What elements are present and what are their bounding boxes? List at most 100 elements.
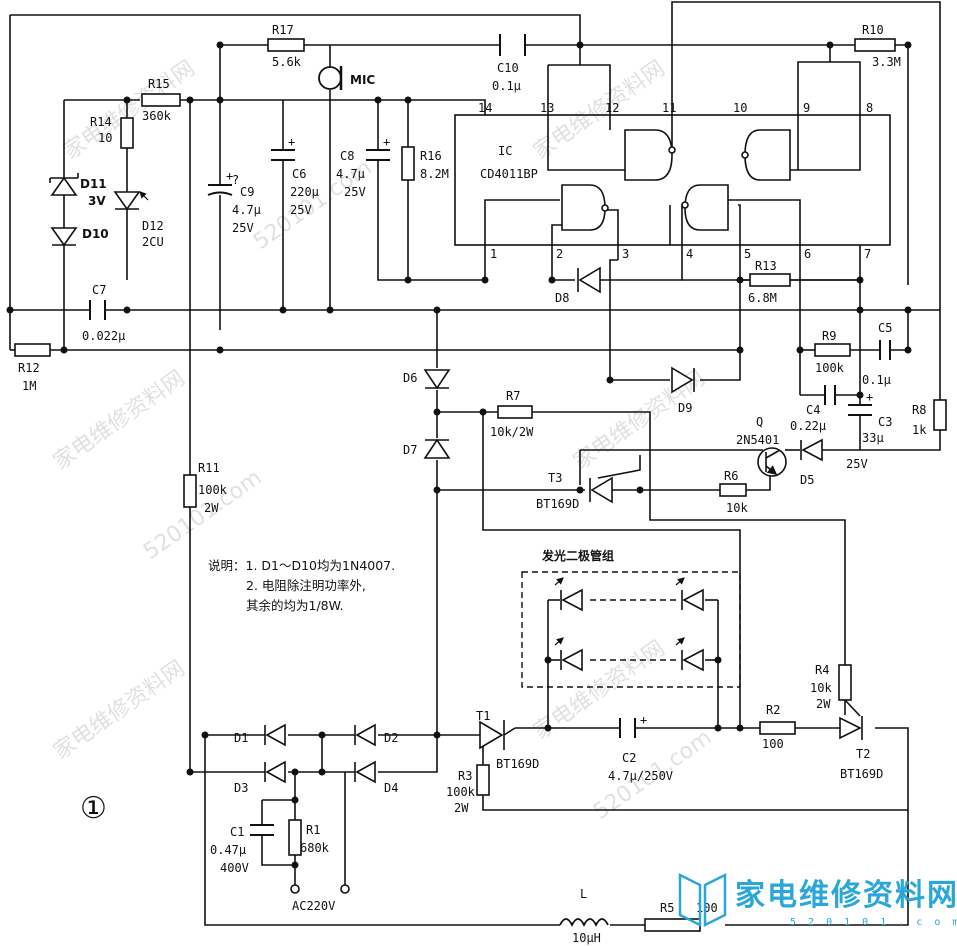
svg-text:3V: 3V xyxy=(88,194,106,208)
svg-text:AC220V: AC220V xyxy=(292,899,335,913)
svg-text:+: + xyxy=(226,169,233,183)
svg-text:100k: 100k xyxy=(198,483,228,497)
svg-text:C5: C5 xyxy=(878,321,892,335)
svg-text:3: 3 xyxy=(622,247,629,261)
svg-text:10: 10 xyxy=(733,101,747,115)
svg-text:4: 4 xyxy=(686,247,693,261)
svg-text:D4: D4 xyxy=(384,781,398,795)
svg-text:C9: C9 xyxy=(240,185,254,199)
svg-text:C7: C7 xyxy=(92,283,106,297)
svg-text:C3: C3 xyxy=(878,415,892,429)
svg-text:R3: R3 xyxy=(458,769,472,783)
svg-text:400V: 400V xyxy=(220,861,249,875)
svg-text:14: 14 xyxy=(478,101,492,115)
svg-text:360k: 360k xyxy=(142,109,172,123)
svg-text:520101.com: 520101.com xyxy=(139,465,266,565)
svg-text:10k: 10k xyxy=(810,681,832,695)
svg-text:13: 13 xyxy=(540,101,554,115)
svg-text:R5: R5 xyxy=(660,901,674,915)
led-arrows xyxy=(139,191,685,646)
site-logo: 家电维修资料网 5 2 0 1 0 1 . c o m xyxy=(678,872,957,928)
svg-text:D5: D5 xyxy=(800,473,814,487)
svg-text:D8: D8 xyxy=(555,291,569,305)
svg-text:R6: R6 xyxy=(724,469,738,483)
transistor-q xyxy=(757,447,787,477)
svg-text:MIC: MIC xyxy=(350,73,375,87)
svg-text:1M: 1M xyxy=(22,379,36,393)
svg-text:T1: T1 xyxy=(476,709,490,723)
svg-text:4.7μ: 4.7μ xyxy=(232,203,261,217)
wires xyxy=(9,1,941,926)
svg-text:BT169D: BT169D xyxy=(840,767,883,781)
svg-text:100: 100 xyxy=(696,901,718,915)
svg-text:D10: D10 xyxy=(82,227,109,241)
svg-text:0.47μ: 0.47μ xyxy=(210,843,246,857)
svg-text:6: 6 xyxy=(804,247,811,261)
svg-text:3.3M: 3.3M xyxy=(872,55,901,69)
ic-pin-numbers: 14 13 12 11 10 9 8 1 2 3 4 5 6 7 xyxy=(478,101,873,261)
svg-text:2. 电阻除注明功率外,: 2. 电阻除注明功率外, xyxy=(246,578,366,593)
svg-text:说明：1. D1～D10均为1N4007.: 说明：1. D1～D10均为1N4007. xyxy=(208,558,395,573)
svg-text:CD4011BP: CD4011BP xyxy=(480,167,538,181)
svg-text:T2: T2 xyxy=(856,747,870,761)
svg-text:0.22μ: 0.22μ xyxy=(790,419,826,433)
svg-text:8.2M: 8.2M xyxy=(420,167,449,181)
svg-text:C10: C10 xyxy=(497,61,519,75)
watermark: 家电维修资料网 家电维修资料网 家电维修资料网 家电维修资料网 520101.c… xyxy=(49,56,716,825)
svg-text:R1: R1 xyxy=(306,823,320,837)
svg-text:C6: C6 xyxy=(292,167,306,181)
svg-text:0.1μ: 0.1μ xyxy=(492,79,521,93)
svg-text:R13: R13 xyxy=(755,259,777,273)
led-group-box xyxy=(521,571,741,688)
capacitors xyxy=(89,34,891,836)
svg-text:D11: D11 xyxy=(80,177,107,191)
svg-text:25V: 25V xyxy=(344,185,366,199)
svg-text:R14: R14 xyxy=(90,115,112,129)
svg-text:1: 1 xyxy=(490,247,497,261)
svg-text:D1: D1 xyxy=(234,731,248,745)
svg-text:BT169D: BT169D xyxy=(536,497,579,511)
svg-text:R2: R2 xyxy=(766,703,780,717)
svg-text:10k/2W: 10k/2W xyxy=(490,425,534,439)
svg-text:R11: R11 xyxy=(198,461,220,475)
svg-text:5 2 0 1 0 1 . c o m: 5 2 0 1 0 1 . c o m xyxy=(790,917,957,928)
svg-text:家电维修资料网: 家电维修资料网 xyxy=(49,656,190,765)
figure-number: ① xyxy=(80,791,107,826)
svg-text:家电维修资料网: 家电维修资料网 xyxy=(735,878,957,913)
svg-text:6.8M: 6.8M xyxy=(748,291,777,305)
svg-text:D7: D7 xyxy=(403,443,417,457)
svg-text:10k: 10k xyxy=(726,501,748,515)
book-icon xyxy=(678,872,727,928)
svg-text:+: + xyxy=(640,713,647,727)
svg-text:5: 5 xyxy=(744,247,751,261)
component-labels: R17 5.6k MIC C10 0.1μ R10 3.3M R15 360k … xyxy=(18,23,927,945)
svg-text:R15: R15 xyxy=(148,77,170,91)
svg-text:4.7μ: 4.7μ xyxy=(336,167,365,181)
svg-text:680k: 680k xyxy=(300,841,330,855)
svg-text:7: 7 xyxy=(864,247,871,261)
ac-terminals xyxy=(290,884,350,894)
svg-text:5.6k: 5.6k xyxy=(272,55,302,69)
svg-text:+: + xyxy=(866,390,873,404)
svg-text:家电维修资料网: 家电维修资料网 xyxy=(49,366,190,475)
svg-text:D3: D3 xyxy=(234,781,248,795)
svg-text:2W: 2W xyxy=(204,501,219,515)
svg-text:10μH: 10μH xyxy=(572,931,601,945)
notes: 说明：1. D1～D10均为1N4007. 2. 电阻除注明功率外, 其余的均为… xyxy=(208,558,395,613)
svg-text:0.022μ: 0.022μ xyxy=(82,329,125,343)
svg-text:0.1μ: 0.1μ xyxy=(862,373,891,387)
svg-text:R12: R12 xyxy=(18,361,40,375)
svg-text:D9: D9 xyxy=(678,401,692,415)
svg-text:C2: C2 xyxy=(622,751,636,765)
svg-text:25V: 25V xyxy=(290,203,312,217)
svg-text:C4: C4 xyxy=(806,403,820,417)
svg-text:R10: R10 xyxy=(862,23,884,37)
svg-text:11: 11 xyxy=(662,101,676,115)
svg-text:100: 100 xyxy=(762,737,784,751)
svg-text:IC: IC xyxy=(498,144,512,158)
svg-text:BT169D: BT169D xyxy=(496,757,539,771)
inductor xyxy=(559,918,609,928)
svg-text:100k: 100k xyxy=(815,361,845,375)
